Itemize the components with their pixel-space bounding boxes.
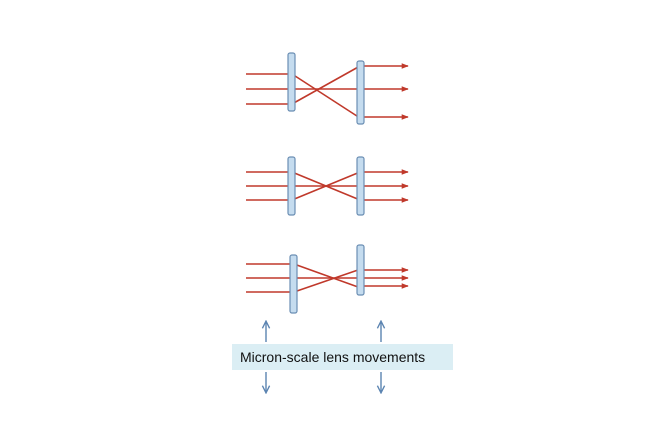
ray-cross — [291, 171, 361, 201]
lens-left-3 — [289, 254, 298, 314]
ray-cross — [293, 269, 359, 293]
lens-left-1 — [287, 52, 296, 112]
lens-right-3 — [356, 244, 365, 296]
caption-text: Micron-scale lens movements — [240, 349, 426, 365]
ray-cross — [291, 65, 361, 105]
ray-cross — [291, 73, 361, 119]
caption-box: Micron-scale lens movements — [232, 344, 453, 370]
ray-cross — [293, 263, 359, 288]
lens-config-1 — [246, 63, 409, 120]
lens-left-2 — [287, 156, 296, 216]
lens-config-2 — [246, 169, 409, 203]
lens-right-1 — [356, 60, 365, 125]
lens-right-2 — [356, 156, 365, 216]
lens-config-3 — [246, 263, 409, 293]
